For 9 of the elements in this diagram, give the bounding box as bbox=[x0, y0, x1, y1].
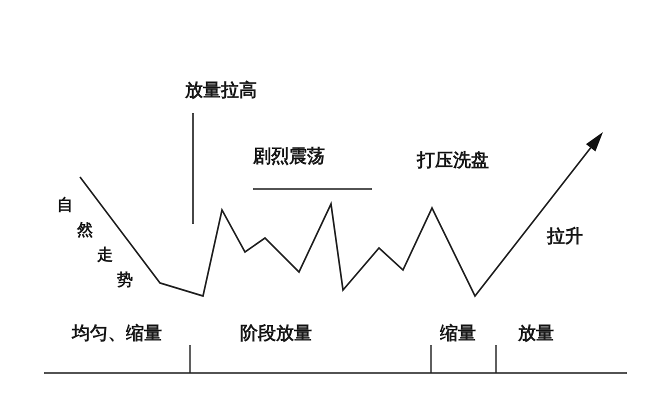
phase-label: 拉升 bbox=[547, 226, 583, 247]
volume-label: 均匀、缩量 bbox=[72, 323, 162, 344]
volume-label: 缩量 bbox=[440, 323, 476, 344]
phase-label: 放量拉高 bbox=[185, 80, 257, 101]
volume-label: 阶段放量 bbox=[240, 323, 312, 344]
phase-label: 剧烈震荡 bbox=[253, 146, 325, 167]
phase-label: 打压洗盘 bbox=[417, 150, 489, 171]
volume-label: 放量 bbox=[518, 323, 554, 344]
phase-label: 自然走势 bbox=[57, 198, 133, 291]
